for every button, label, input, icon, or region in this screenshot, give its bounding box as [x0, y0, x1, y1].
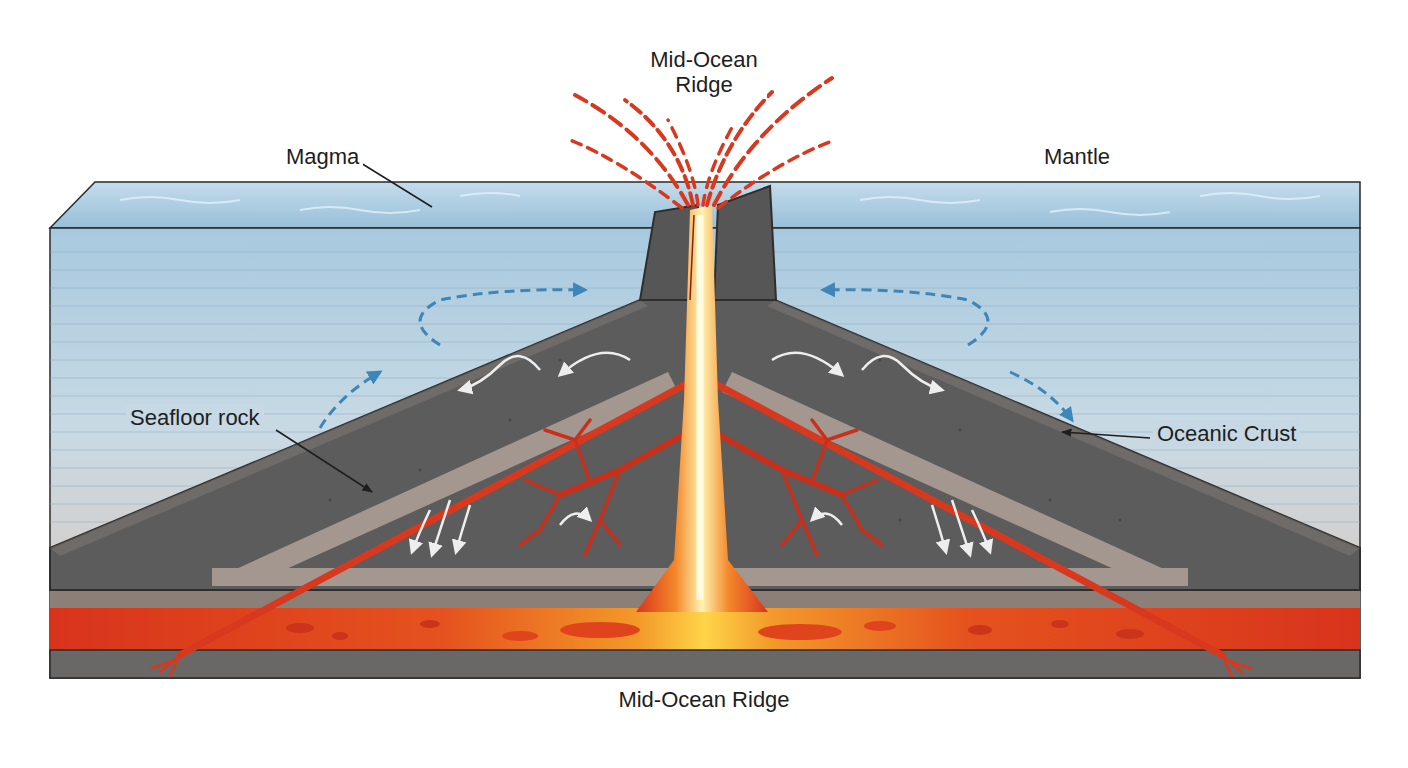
part-label: Magma — [282, 143, 363, 170]
water-circulation-arrows — [420, 290, 585, 345]
crust-flow-arrows — [560, 353, 630, 375]
mantle-layers — [502, 631, 538, 641]
ridge-crust — [329, 499, 332, 502]
mantle-layers — [50, 608, 1360, 650]
ridge-crust — [559, 359, 562, 362]
mantle-layers — [332, 632, 348, 640]
leader-lines — [276, 430, 372, 492]
ridge-crust — [419, 469, 422, 472]
ridge-crust — [959, 429, 962, 432]
mantle-layers — [968, 625, 992, 635]
magma-channels — [782, 420, 882, 555]
magma-channels — [520, 420, 620, 555]
mantle-layers — [502, 621, 896, 641]
leader-lines — [356, 160, 432, 207]
crust-flow-arrows — [412, 510, 430, 552]
crust-flow-arrows — [952, 500, 970, 555]
mantle-layers — [758, 624, 842, 640]
crust-flow-arrows — [812, 514, 842, 525]
crust-flow-arrows — [862, 356, 942, 390]
mantle-layers — [864, 621, 896, 631]
crust-flow-arrows — [412, 353, 990, 555]
ridge-crust — [212, 568, 680, 586]
crust-flow-arrows — [972, 510, 990, 552]
lava-spray — [703, 122, 735, 205]
crust-flow-arrows — [456, 505, 470, 552]
title-label: Mid-Ocean Ridge — [641, 46, 767, 99]
mantle-layers — [286, 620, 1144, 640]
part-label: Mantle — [1040, 143, 1114, 170]
lava-spray — [668, 120, 698, 205]
mantle-layers — [286, 623, 314, 633]
ridge-crust — [899, 519, 902, 522]
part-label: Seafloor rock — [126, 404, 264, 431]
ridge-crust — [767, 300, 1360, 556]
leader-lines — [276, 160, 1150, 492]
mantle-layers — [50, 650, 1360, 678]
magma-vent — [636, 205, 768, 612]
leader-lines — [1062, 432, 1150, 438]
crust-flow-arrows — [432, 500, 450, 555]
mantle-layers — [1116, 629, 1144, 639]
water-circulation-arrows — [320, 290, 1072, 428]
crust-flow-arrows — [932, 505, 946, 552]
magma-channels — [152, 655, 180, 676]
lava-spray — [718, 140, 835, 208]
magma-vent — [697, 215, 704, 600]
magma-vent — [690, 215, 694, 300]
lava-spray — [707, 92, 772, 205]
ridge-crust — [879, 359, 882, 362]
caption-label: Mid-Ocean Ridge — [614, 686, 793, 713]
magma-channels — [712, 382, 1222, 655]
crust-flow-arrows — [460, 356, 540, 390]
ocean-water — [50, 182, 1360, 678]
water-circulation-arrows — [320, 372, 380, 428]
water-circulation-arrows — [1010, 372, 1072, 420]
ridge-crust — [720, 568, 1188, 586]
magma-channels — [560, 430, 692, 495]
magma-channels — [710, 430, 842, 495]
crust-flow-arrows — [772, 353, 842, 375]
ridge-crust — [50, 300, 648, 556]
mantle-layers — [420, 620, 440, 628]
magma-vent — [636, 205, 768, 612]
mantle-layers — [560, 622, 640, 638]
magma-channels — [1222, 655, 1250, 676]
ridge-crust — [1049, 499, 1052, 502]
mantle-layers — [1051, 620, 1069, 628]
lava-spray — [570, 140, 682, 208]
water-circulation-arrows — [823, 290, 988, 345]
ridge-crust — [1119, 519, 1122, 522]
part-label: Oceanic Crust — [1153, 420, 1300, 447]
ridge-crust — [509, 419, 512, 422]
crust-flow-arrows — [560, 514, 590, 525]
